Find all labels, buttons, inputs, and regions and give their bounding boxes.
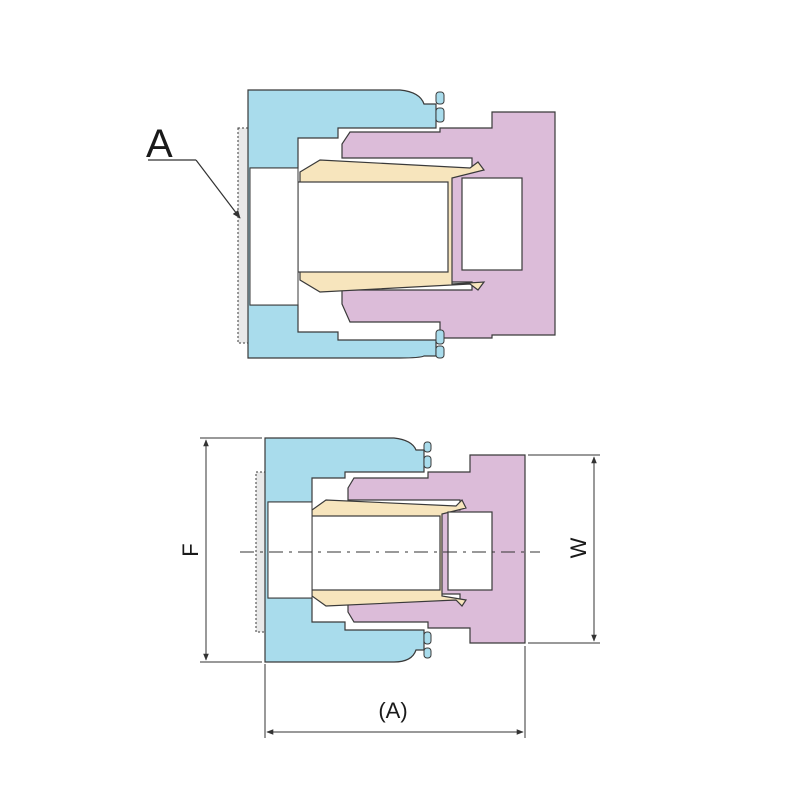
knurled-face	[237, 127, 249, 344]
fitting-bore-lower	[311, 515, 441, 591]
dimension-label-w: W	[566, 537, 591, 558]
top-fitting-view: A	[146, 89, 556, 359]
bolt-heads	[435, 91, 445, 359]
bolt-heads-lower	[423, 441, 432, 659]
bottom-fitting-view: F W (A)	[178, 437, 600, 738]
callout-leader	[195, 159, 241, 219]
inlet-bore-lower	[267, 501, 313, 599]
body-bore	[461, 177, 523, 271]
inlet-bore	[249, 167, 299, 306]
dimension-label-f: F	[178, 543, 203, 556]
dimension-label-a: (A)	[378, 698, 407, 723]
callout-label: A	[146, 122, 173, 166]
body-bore-lower	[447, 511, 493, 591]
fitting-bore	[297, 181, 449, 273]
